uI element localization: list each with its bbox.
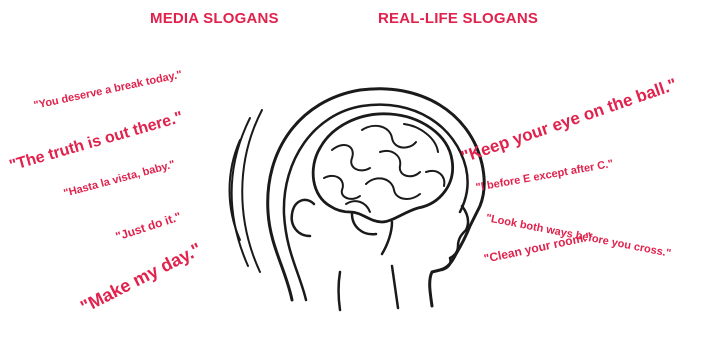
brain-folds (324, 124, 444, 212)
brain-stem (382, 222, 392, 254)
left-signal-arcs (230, 110, 263, 272)
brain-outline (313, 114, 452, 222)
head-outline (268, 89, 484, 306)
neck-right (392, 266, 398, 308)
ear (292, 200, 314, 236)
neck-left (339, 272, 341, 310)
